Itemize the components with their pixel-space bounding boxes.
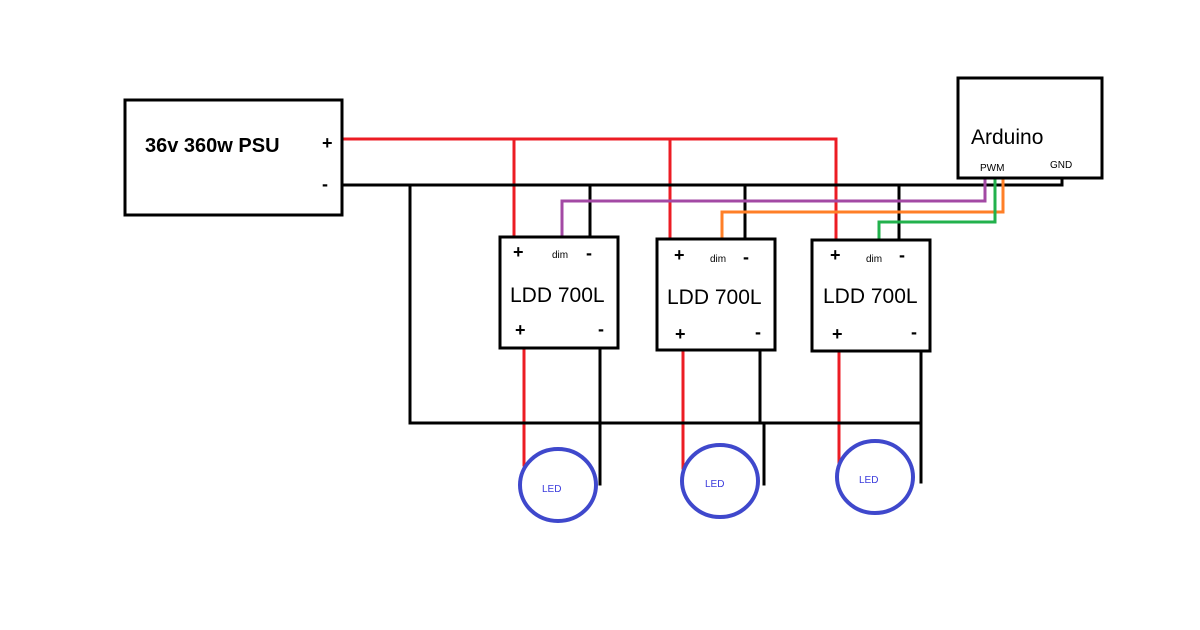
ldd-driver-2: + dim - LDD 700L + - [655,237,777,352]
driver-in-plus: + [513,242,524,262]
led-circle [835,439,915,515]
driver-in-plus: + [830,245,841,265]
arduino-box [956,76,1104,180]
arduino-gnd-pin: GND [1050,160,1072,171]
positive-bus-wire [340,137,838,242]
led-label: LED [542,484,561,495]
pwm-wire-1 [560,174,987,239]
driver-out-minus: - [911,322,917,342]
positive-wires [340,137,841,470]
ground-return-wire [408,183,923,425]
negative-bus-wire [340,174,1064,187]
psu-plus-terminal: + [322,133,333,153]
driver-in-minus: - [586,243,592,263]
power-supply: 36v 360w PSU + - [123,98,344,217]
driver-out-plus: + [675,324,686,344]
pwm-wires [560,174,1005,243]
driver-dim-pin: dim [710,254,726,265]
driver-in-minus: - [899,245,905,265]
negative-wires [340,174,1064,486]
driver-out-plus: + [832,324,843,344]
pwm-wire-2 [720,174,1005,243]
driver-dim-pin: dim [866,254,882,265]
led-label: LED [705,479,724,490]
psu-box [123,98,344,217]
arduino-pwm-pin: PWM [980,163,1004,174]
led-label: LED [859,475,878,486]
arduino-label: Arduino [971,126,1043,149]
driver-label: LDD 700L [667,286,762,309]
psu-minus-terminal: - [322,174,328,194]
ldd-driver-1: + dim - LDD 700L + - [498,235,620,350]
driver-box [655,237,777,352]
driver-out-minus: - [755,322,761,342]
led-1: LED [518,447,598,523]
driver-label: LDD 700L [510,284,605,307]
led-circle [518,447,598,523]
led-circle [680,443,760,519]
driver-in-plus: + [674,245,685,265]
driver-in-minus: - [743,247,749,267]
driver-box [498,235,620,350]
driver-out-plus: + [515,320,526,340]
arduino: Arduino PWM GND [956,76,1104,180]
pwm-wire-3 [877,174,997,242]
ldd-driver-3: + dim - LDD 700L + - [810,238,932,353]
psu-label: 36v 360w PSU [145,135,280,157]
led-3: LED [835,439,915,515]
driver-label: LDD 700L [823,285,918,308]
led-2: LED [680,443,760,519]
driver-out-minus: - [598,319,604,339]
driver-dim-pin: dim [552,250,568,261]
driver-box [810,238,932,353]
